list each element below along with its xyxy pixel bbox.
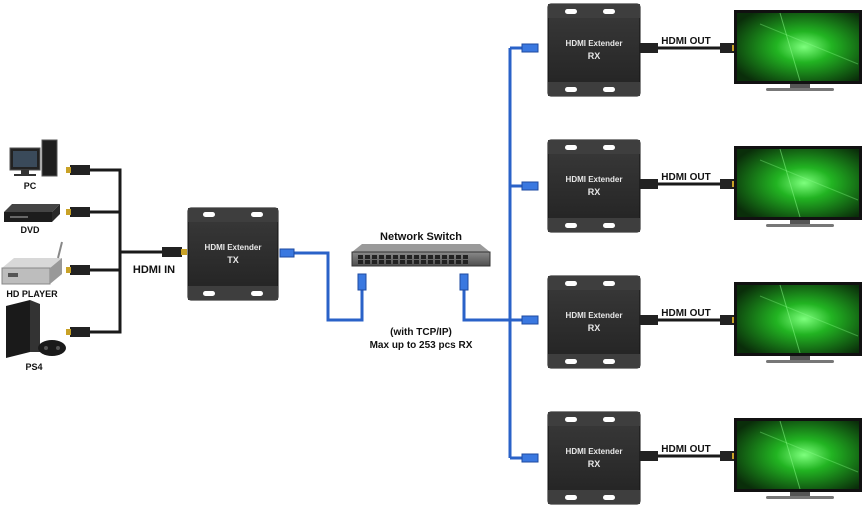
tx-title: HDMI Extender (205, 243, 262, 252)
hdmi-plug (720, 315, 734, 325)
monitor-icon (734, 418, 862, 499)
rx-role: RX (588, 51, 601, 61)
hdmi-in-label: HDMI IN (133, 264, 175, 276)
source-label-hd-player: HD PLAYER (6, 289, 58, 299)
source-label-ps4: PS4 (25, 362, 42, 372)
hdmi-plug (720, 451, 734, 461)
rj45-plugs (279, 43, 539, 463)
monitor-icon (734, 10, 862, 91)
source-label-dvd: DVD (20, 225, 40, 235)
hdmi-plug (640, 315, 658, 325)
hdmi-out-label: HDMI OUT (661, 172, 710, 183)
network-switch-label: Network Switch (380, 231, 462, 243)
monitor-icon (734, 146, 862, 227)
hd-player-icon (1, 241, 63, 285)
rx-title: HDMI Extender (566, 39, 623, 48)
rx-role: RX (588, 187, 601, 197)
hdmi-out-label: HDMI OUT (661, 444, 710, 455)
ps4-icon (6, 300, 66, 358)
rx-title: HDMI Extender (566, 175, 623, 184)
hdmi-plug (640, 179, 658, 189)
dvd-player-icon (4, 204, 60, 222)
tx-role: TX (227, 255, 239, 265)
rx-role: RX (588, 459, 601, 469)
hdmi-plug (640, 43, 658, 53)
hdmi-plug (720, 43, 734, 53)
tx-extender-box: HDMI Extender TX (187, 207, 279, 301)
monitor-icon (734, 282, 862, 363)
rx-title: HDMI Extender (566, 447, 623, 456)
rx-role: RX (588, 323, 601, 333)
network-switch (351, 244, 491, 267)
hdmi-out-label: HDMI OUT (661, 36, 710, 47)
source-label-pc: PC (24, 181, 37, 191)
hdmi-plug (640, 451, 658, 461)
switch-note-line1: (with TCP/IP) (390, 327, 452, 338)
rx-title: HDMI Extender (566, 311, 623, 320)
hdmi-input-cables (90, 168, 170, 334)
switch-note-line2: Max up to 253 pcs RX (370, 340, 473, 351)
hdmi-out-label: HDMI OUT (661, 308, 710, 319)
hdmi-plugs-sources (66, 165, 187, 337)
pc-icon (9, 139, 58, 177)
hdmi-plug (720, 179, 734, 189)
